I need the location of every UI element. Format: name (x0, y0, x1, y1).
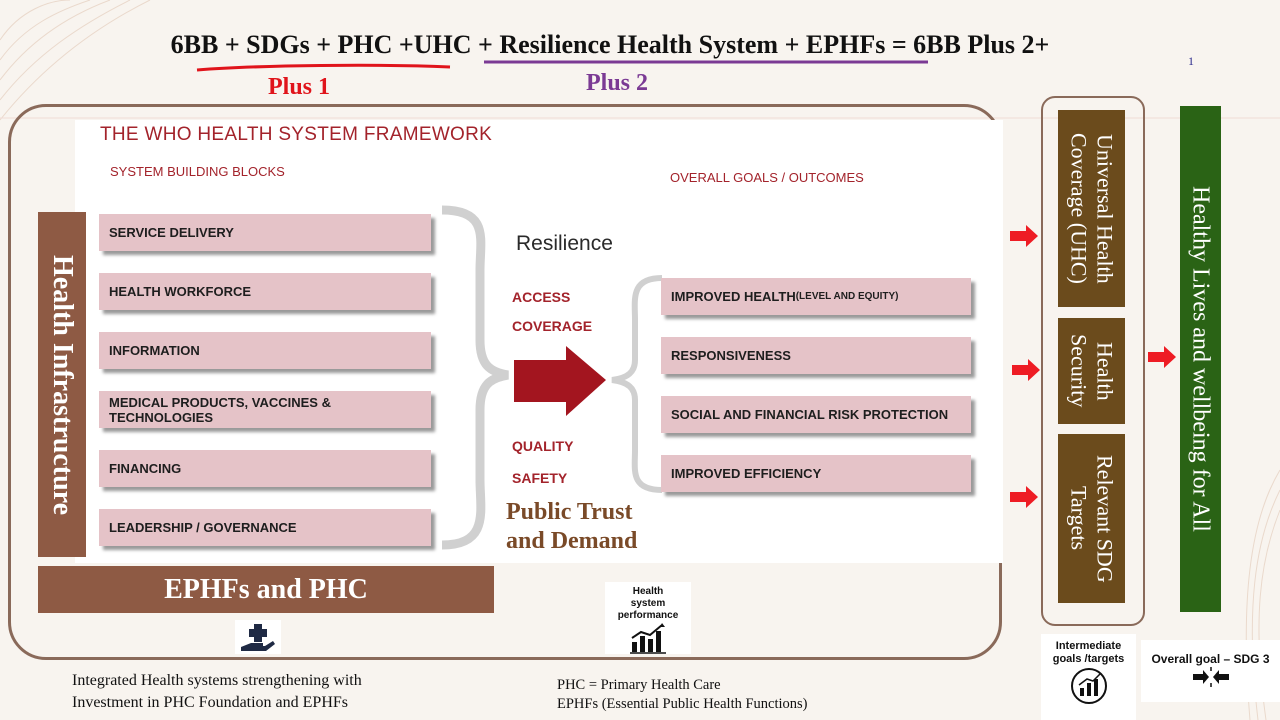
health-security-box: Health Security (1058, 318, 1125, 424)
public-trust-line2: and Demand (506, 528, 638, 554)
ephfs-phc-bar: EPHFs and PHC (38, 566, 494, 613)
goals-heading: OVERALL GOALS / OUTCOMES (670, 170, 864, 185)
title-part-sdgs: SDGs (246, 30, 310, 59)
bar-chart-icon (630, 623, 666, 654)
arrow-to-final-goal (1148, 346, 1176, 368)
title-part-6bb: 6BB + (170, 30, 247, 59)
figure-title: THE WHO HEALTH SYSTEM FRAMEWORK (100, 124, 493, 145)
overall-goal-label: Overall goal – SDG 3 (1151, 652, 1270, 666)
target-chart-icon (1070, 668, 1107, 704)
plus1-label: Plus 1 (268, 74, 331, 100)
page-number: 1 (1188, 54, 1194, 68)
page-title: 6BB + SDGs + PHC +UHC + Resilience Healt… (0, 30, 1220, 60)
goal-improved-efficiency: IMPROVED EFFICIENCY (661, 455, 971, 492)
footer-left-line1: Integrated Health systems strengthening … (72, 672, 362, 689)
left-brace (441, 205, 509, 550)
sdg-targets-box: Relevant SDG Targets (1058, 434, 1125, 603)
goal-responsiveness: RESPONSIVENESS (661, 337, 971, 374)
label-coverage: COVERAGE (512, 318, 593, 334)
health-infrastructure-bar: Health Infrastructure (38, 212, 86, 557)
resilience-label: Resilience (516, 232, 613, 255)
sdg-targets-text: Relevant SDG Targets (1066, 454, 1118, 583)
final-goal-bar: Healthy Lives and wellbeing for All (1180, 106, 1221, 612)
public-trust-line1: Public Trust (506, 499, 633, 525)
footer-left-line2: Investment in PHC Foundation and EPHFs (72, 694, 349, 711)
final-goal-text: Healthy Lives and wellbeing for All (1187, 186, 1214, 532)
title-part-result: = 6BB Plus 2+ (885, 30, 1050, 59)
intermediate-goals-card: Intermediate goals /targets (1041, 634, 1136, 720)
building-blocks-heading: SYSTEM BUILDING BLOCKS (110, 164, 285, 179)
plus2-label: Plus 2 (586, 70, 649, 96)
block-service-delivery: SERVICE DELIVERY (99, 214, 431, 251)
footer-mid-line2: EPHFs (Essential Public Health Functions… (557, 696, 808, 712)
title-part-resilience: Resilience Health System + EPHFs (499, 30, 886, 59)
goal-improved-health-sub: (LEVEL AND EQUITY) (795, 291, 899, 302)
goal-improved-efficiency-main: IMPROVED EFFICIENCY (671, 466, 822, 481)
block-leadership-governance: LEADERSHIP / GOVERNANCE (99, 509, 431, 546)
block-information: INFORMATION (99, 332, 431, 369)
footer-abbreviations: PHC = Primary Health Care EPHFs (Essenti… (557, 676, 808, 714)
footer-mid-line1: PHC = Primary Health Care (557, 677, 721, 693)
health-system-performance-card: Health system performance (605, 582, 691, 654)
goal-risk-protection-main: SOCIAL AND FINANCIAL RISK PROTECTION (671, 407, 949, 422)
intermediate-goals-label: Intermediate goals /targets (1052, 640, 1125, 665)
health-security-text: Health Security (1066, 334, 1118, 408)
health-infrastructure-text: Health Infrastructure (47, 254, 78, 515)
braces-and-arrow (441, 205, 663, 550)
overall-goal-card: Overall goal – SDG 3 (1141, 640, 1280, 702)
label-quality: QUALITY (512, 438, 574, 454)
intermediate-goals-box (1041, 96, 1145, 626)
goal-improved-health-main: IMPROVED HEALTH (671, 289, 796, 304)
goal-improved-health: IMPROVED HEALTH (LEVEL AND EQUITY) (661, 278, 971, 315)
arrow-to-uhc (1010, 225, 1038, 247)
goal-risk-protection: SOCIAL AND FINANCIAL RISK PROTECTION (661, 396, 971, 433)
title-part-phc-uhc: + PHC +UHC (309, 30, 472, 59)
center-arrow (514, 346, 606, 416)
block-medical-products: MEDICAL PRODUCTS, VACCINES & TECHNOLOGIE… (99, 391, 431, 428)
arrow-to-sdg (1010, 486, 1038, 508)
title-part-plus: + (471, 30, 500, 59)
arrow-to-security (1012, 359, 1040, 381)
performance-label: Health system performance (617, 586, 679, 621)
right-brace (611, 275, 663, 493)
hand-plus-icon (235, 620, 281, 654)
block-health-workforce: HEALTH WORKFORCE (99, 273, 431, 310)
plus1-underline (196, 63, 451, 72)
uhc-box: Universal Health Coverage (UHC) (1058, 110, 1125, 307)
label-access: ACCESS (512, 289, 571, 305)
goal-responsiveness-main: RESPONSIVENESS (671, 348, 791, 363)
footer-left-note: Integrated Health systems strengthening … (72, 670, 362, 714)
block-financing: FINANCING (99, 450, 431, 487)
label-safety: SAFETY (512, 470, 568, 486)
title-underlines (196, 60, 928, 72)
uhc-text: Universal Health Coverage (UHC) (1066, 133, 1118, 284)
converge-icon (1192, 667, 1229, 687)
public-trust-label: Public Trust and Demand (506, 498, 637, 556)
